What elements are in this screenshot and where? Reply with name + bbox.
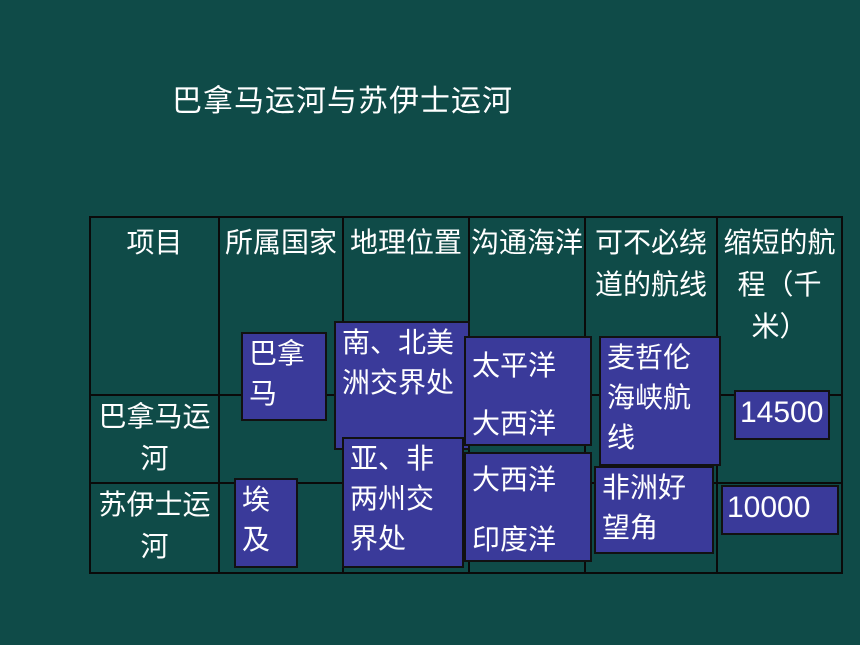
suez-ocean-1: 大西洋 <box>472 463 557 496</box>
row-label-panama: 巴拿马运河 <box>89 394 220 484</box>
panama-country-box[interactable]: 巴拿马 <box>241 332 327 421</box>
panama-ocean-2: 大西洋 <box>472 407 557 440</box>
suez-oceans-box[interactable]: 大西洋 印度洋 <box>464 452 592 562</box>
panama-oceans-box[interactable]: 太平洋 大西洋 <box>464 336 592 446</box>
panama-route-box[interactable]: 麦哲伦海峡航线 <box>599 336 721 466</box>
panama-location-box[interactable]: 南、北美洲交界处 <box>334 321 470 450</box>
suez-route-box[interactable]: 非洲好望角 <box>594 466 714 554</box>
header-item: 项目 <box>89 216 220 396</box>
suez-location-box[interactable]: 亚、非两州交界处 <box>342 437 464 568</box>
suez-distance-box[interactable]: 10000 <box>721 485 839 535</box>
panama-distance-box[interactable]: 14500 <box>734 390 830 440</box>
panama-ocean-1: 太平洋 <box>472 349 557 382</box>
header-distance: 缩短的航程（千米） <box>716 216 843 396</box>
suez-ocean-2: 印度洋 <box>472 523 557 556</box>
slide-title: 巴拿马运河与苏伊士运河 <box>172 84 513 119</box>
suez-country-box[interactable]: 埃及 <box>234 478 298 568</box>
row-label-suez: 苏伊士运河 <box>89 482 220 574</box>
